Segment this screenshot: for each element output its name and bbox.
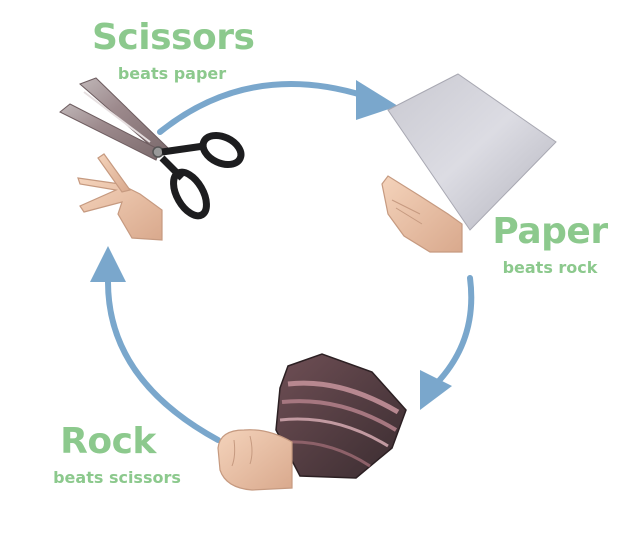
scissors-photo [59, 77, 245, 220]
arrowhead-to-paper [356, 80, 398, 120]
rock-rule: beats scissors [53, 468, 181, 487]
arrow-paper-to-rock [433, 275, 475, 387]
paper-title: Paper [492, 211, 608, 252]
arrow-scissors-to-paper [157, 81, 368, 135]
scissors-rule: beats paper [117, 64, 227, 83]
scissors-hand-gesture [77, 153, 163, 241]
paper-sheet-photo [387, 73, 557, 231]
scissors-title: Scissors [92, 17, 255, 58]
arrowhead-to-scissors [90, 246, 126, 282]
cycle-arrows [105, 81, 475, 443]
arrow-heads [90, 80, 452, 410]
rock-fist-gesture [217, 429, 293, 491]
paper-rule: beats rock [502, 258, 598, 277]
arrow-rock-to-scissors [105, 279, 221, 443]
rock-photo [275, 353, 407, 479]
arrowhead-to-rock [420, 370, 452, 410]
paper-hand-gesture [381, 175, 463, 253]
rock-title: Rock [60, 421, 156, 462]
